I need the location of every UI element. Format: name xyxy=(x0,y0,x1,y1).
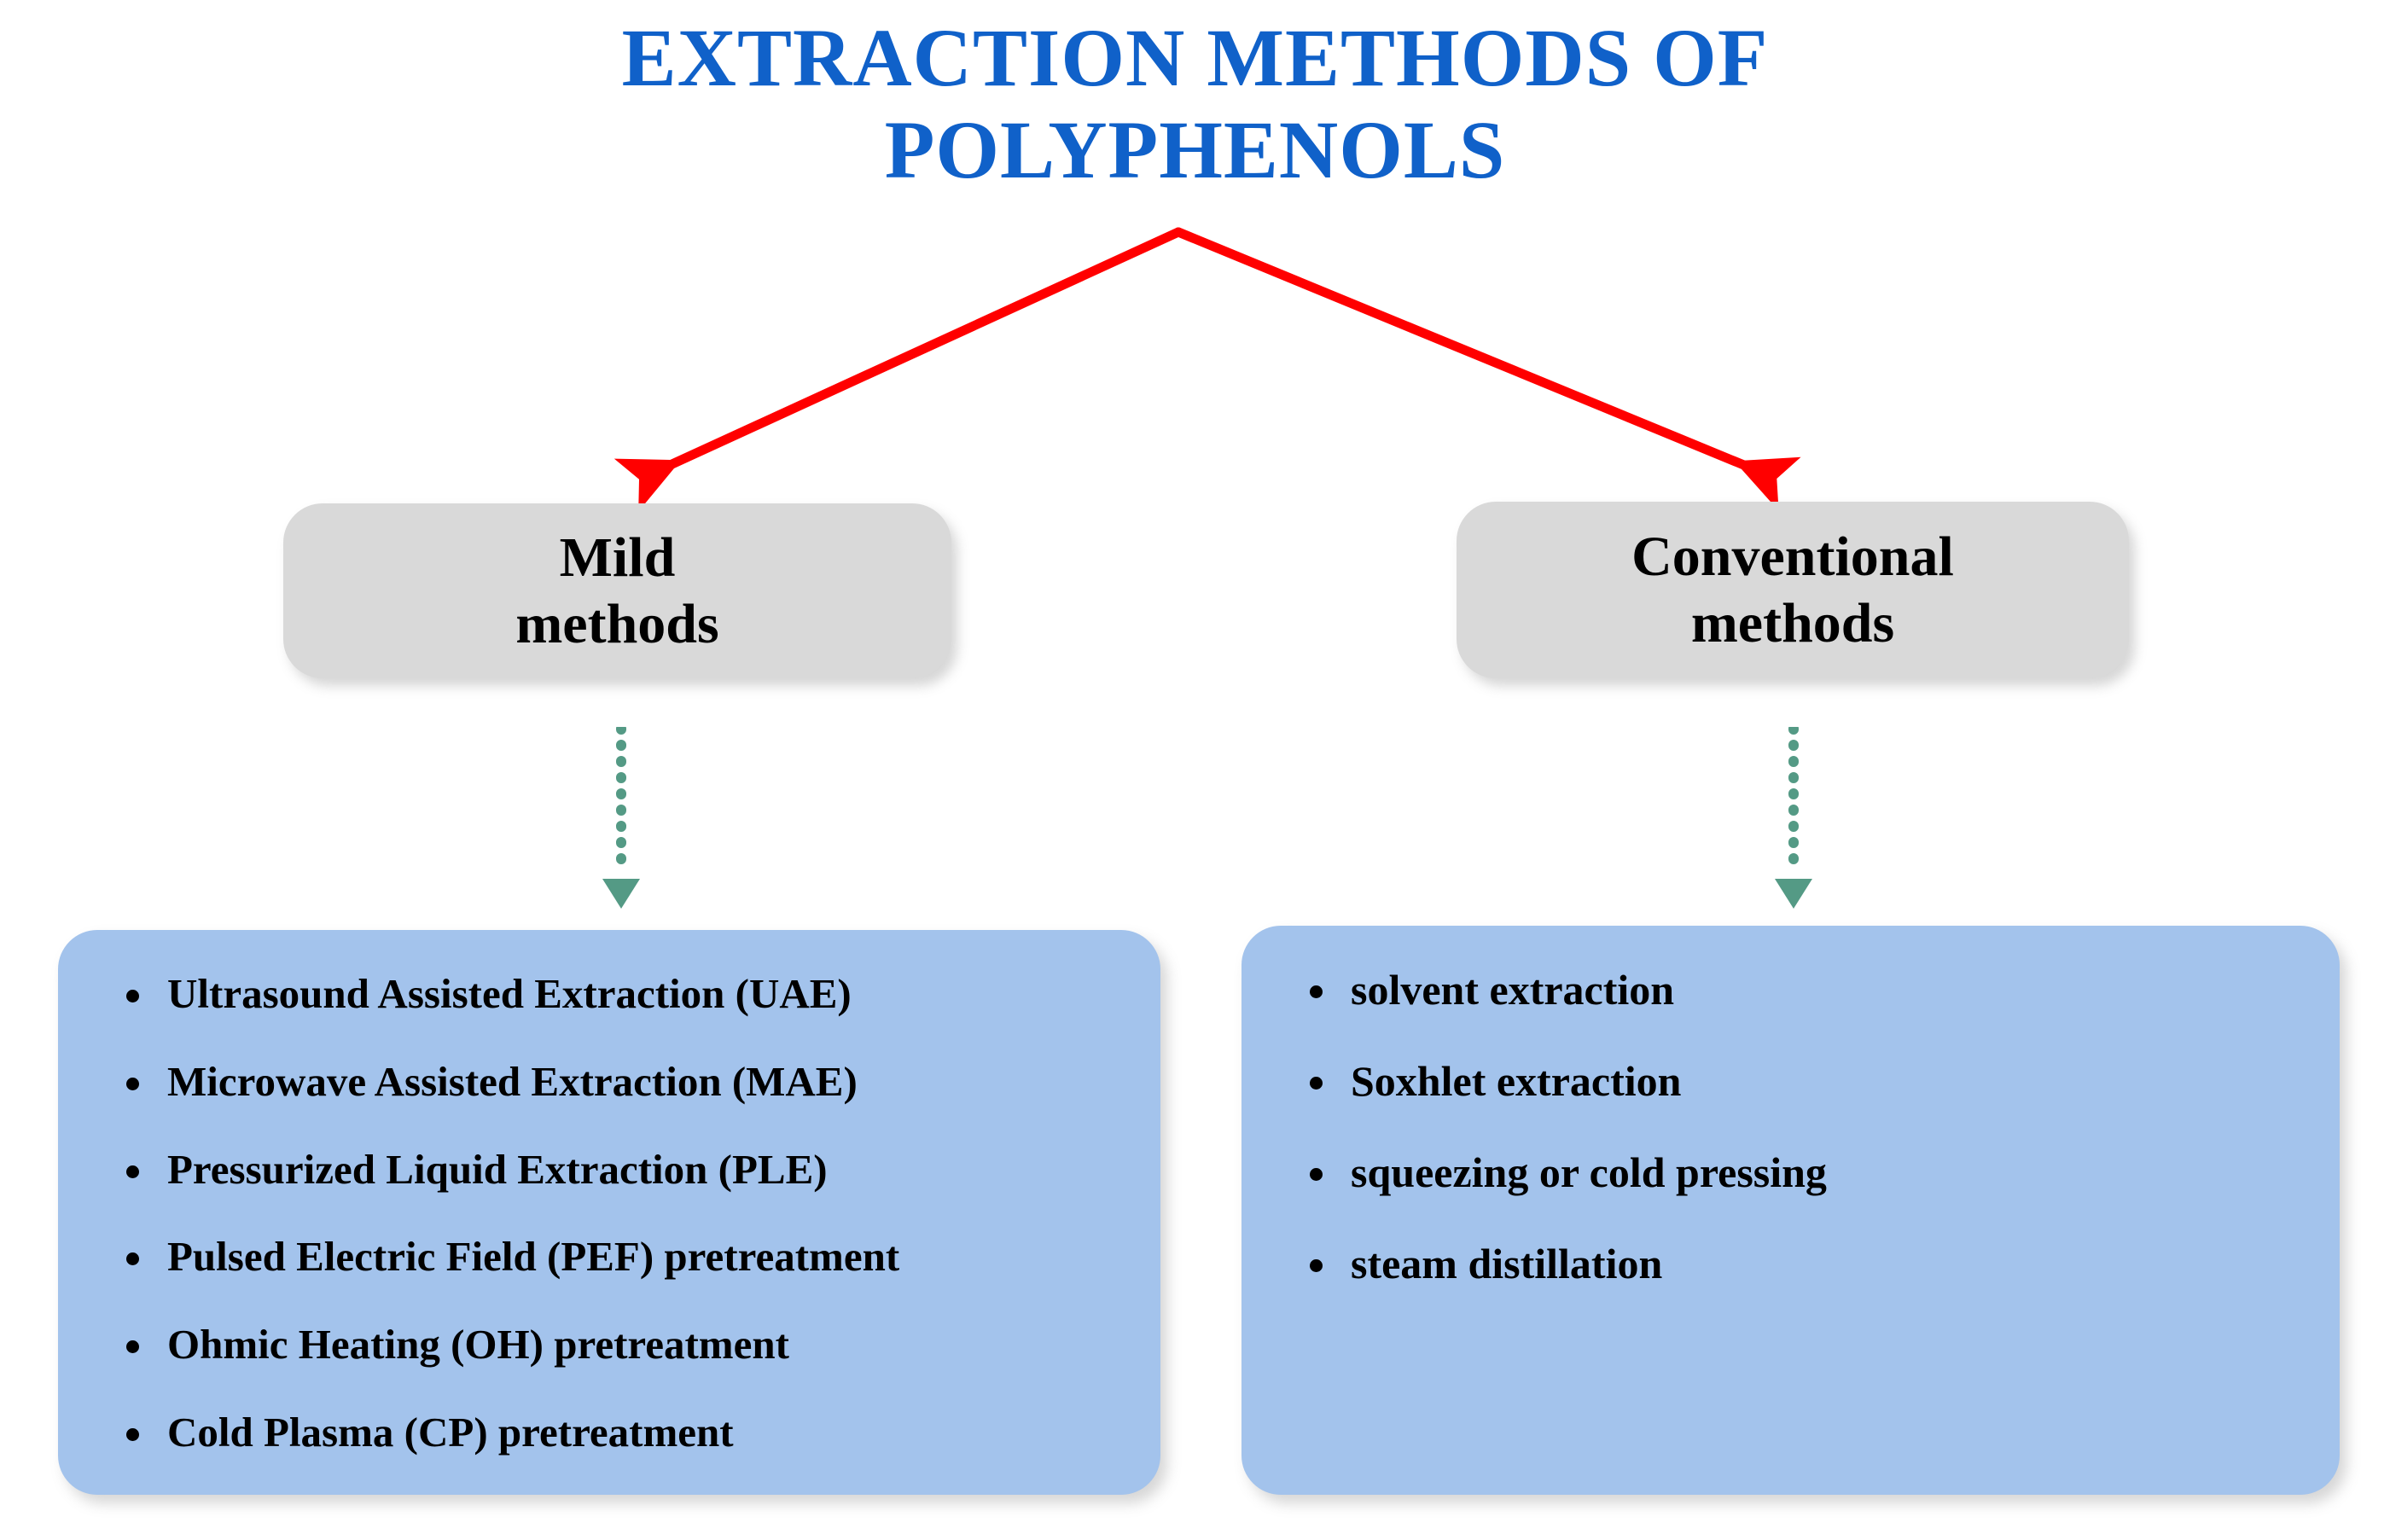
flow-arrow-mild xyxy=(602,727,640,909)
list-item: Ohmic Heating (OH) pretreatment xyxy=(109,1320,1126,1369)
methods-list-box-mild: Ultrasound Assisted Extraction (UAE) Mic… xyxy=(58,930,1160,1495)
list-item: Soxhlet extraction xyxy=(1293,1056,2306,1107)
list-item: Pressurized Liquid Extraction (PLE) xyxy=(109,1145,1126,1194)
list-item: steam distillation xyxy=(1293,1239,2306,1289)
list-item: squeezing or cold pressing xyxy=(1293,1148,2306,1198)
branch-arrow-right xyxy=(1173,227,1801,511)
list-item: Microwave Assisted Extraction (MAE) xyxy=(109,1057,1126,1107)
flow-arrow-conventional xyxy=(1775,727,1812,909)
category-box-mild[interactable]: Mild methods xyxy=(283,503,951,678)
methods-list-mild: Ultrasound Assisted Extraction (UAE) Mic… xyxy=(109,969,1126,1457)
branch-arrow-left xyxy=(613,227,1183,512)
methods-list-box-conventional: solvent extraction Soxhlet extraction sq… xyxy=(1242,926,2340,1495)
list-item: Ultrasound Assisted Extraction (UAE) xyxy=(109,969,1126,1019)
methods-list-conventional: solvent extraction Soxhlet extraction sq… xyxy=(1293,965,2306,1289)
list-item: Pulsed Electric Field (PEF) pretreatment xyxy=(109,1232,1126,1281)
list-item: solvent extraction xyxy=(1293,965,2306,1015)
page-title: EXTRACTION METHODS OF POLYPHENOLS xyxy=(621,12,1769,195)
category-box-conventional[interactable]: Conventional methods xyxy=(1457,502,2129,678)
list-item: Cold Plasma (CP) pretreatment xyxy=(109,1408,1126,1457)
